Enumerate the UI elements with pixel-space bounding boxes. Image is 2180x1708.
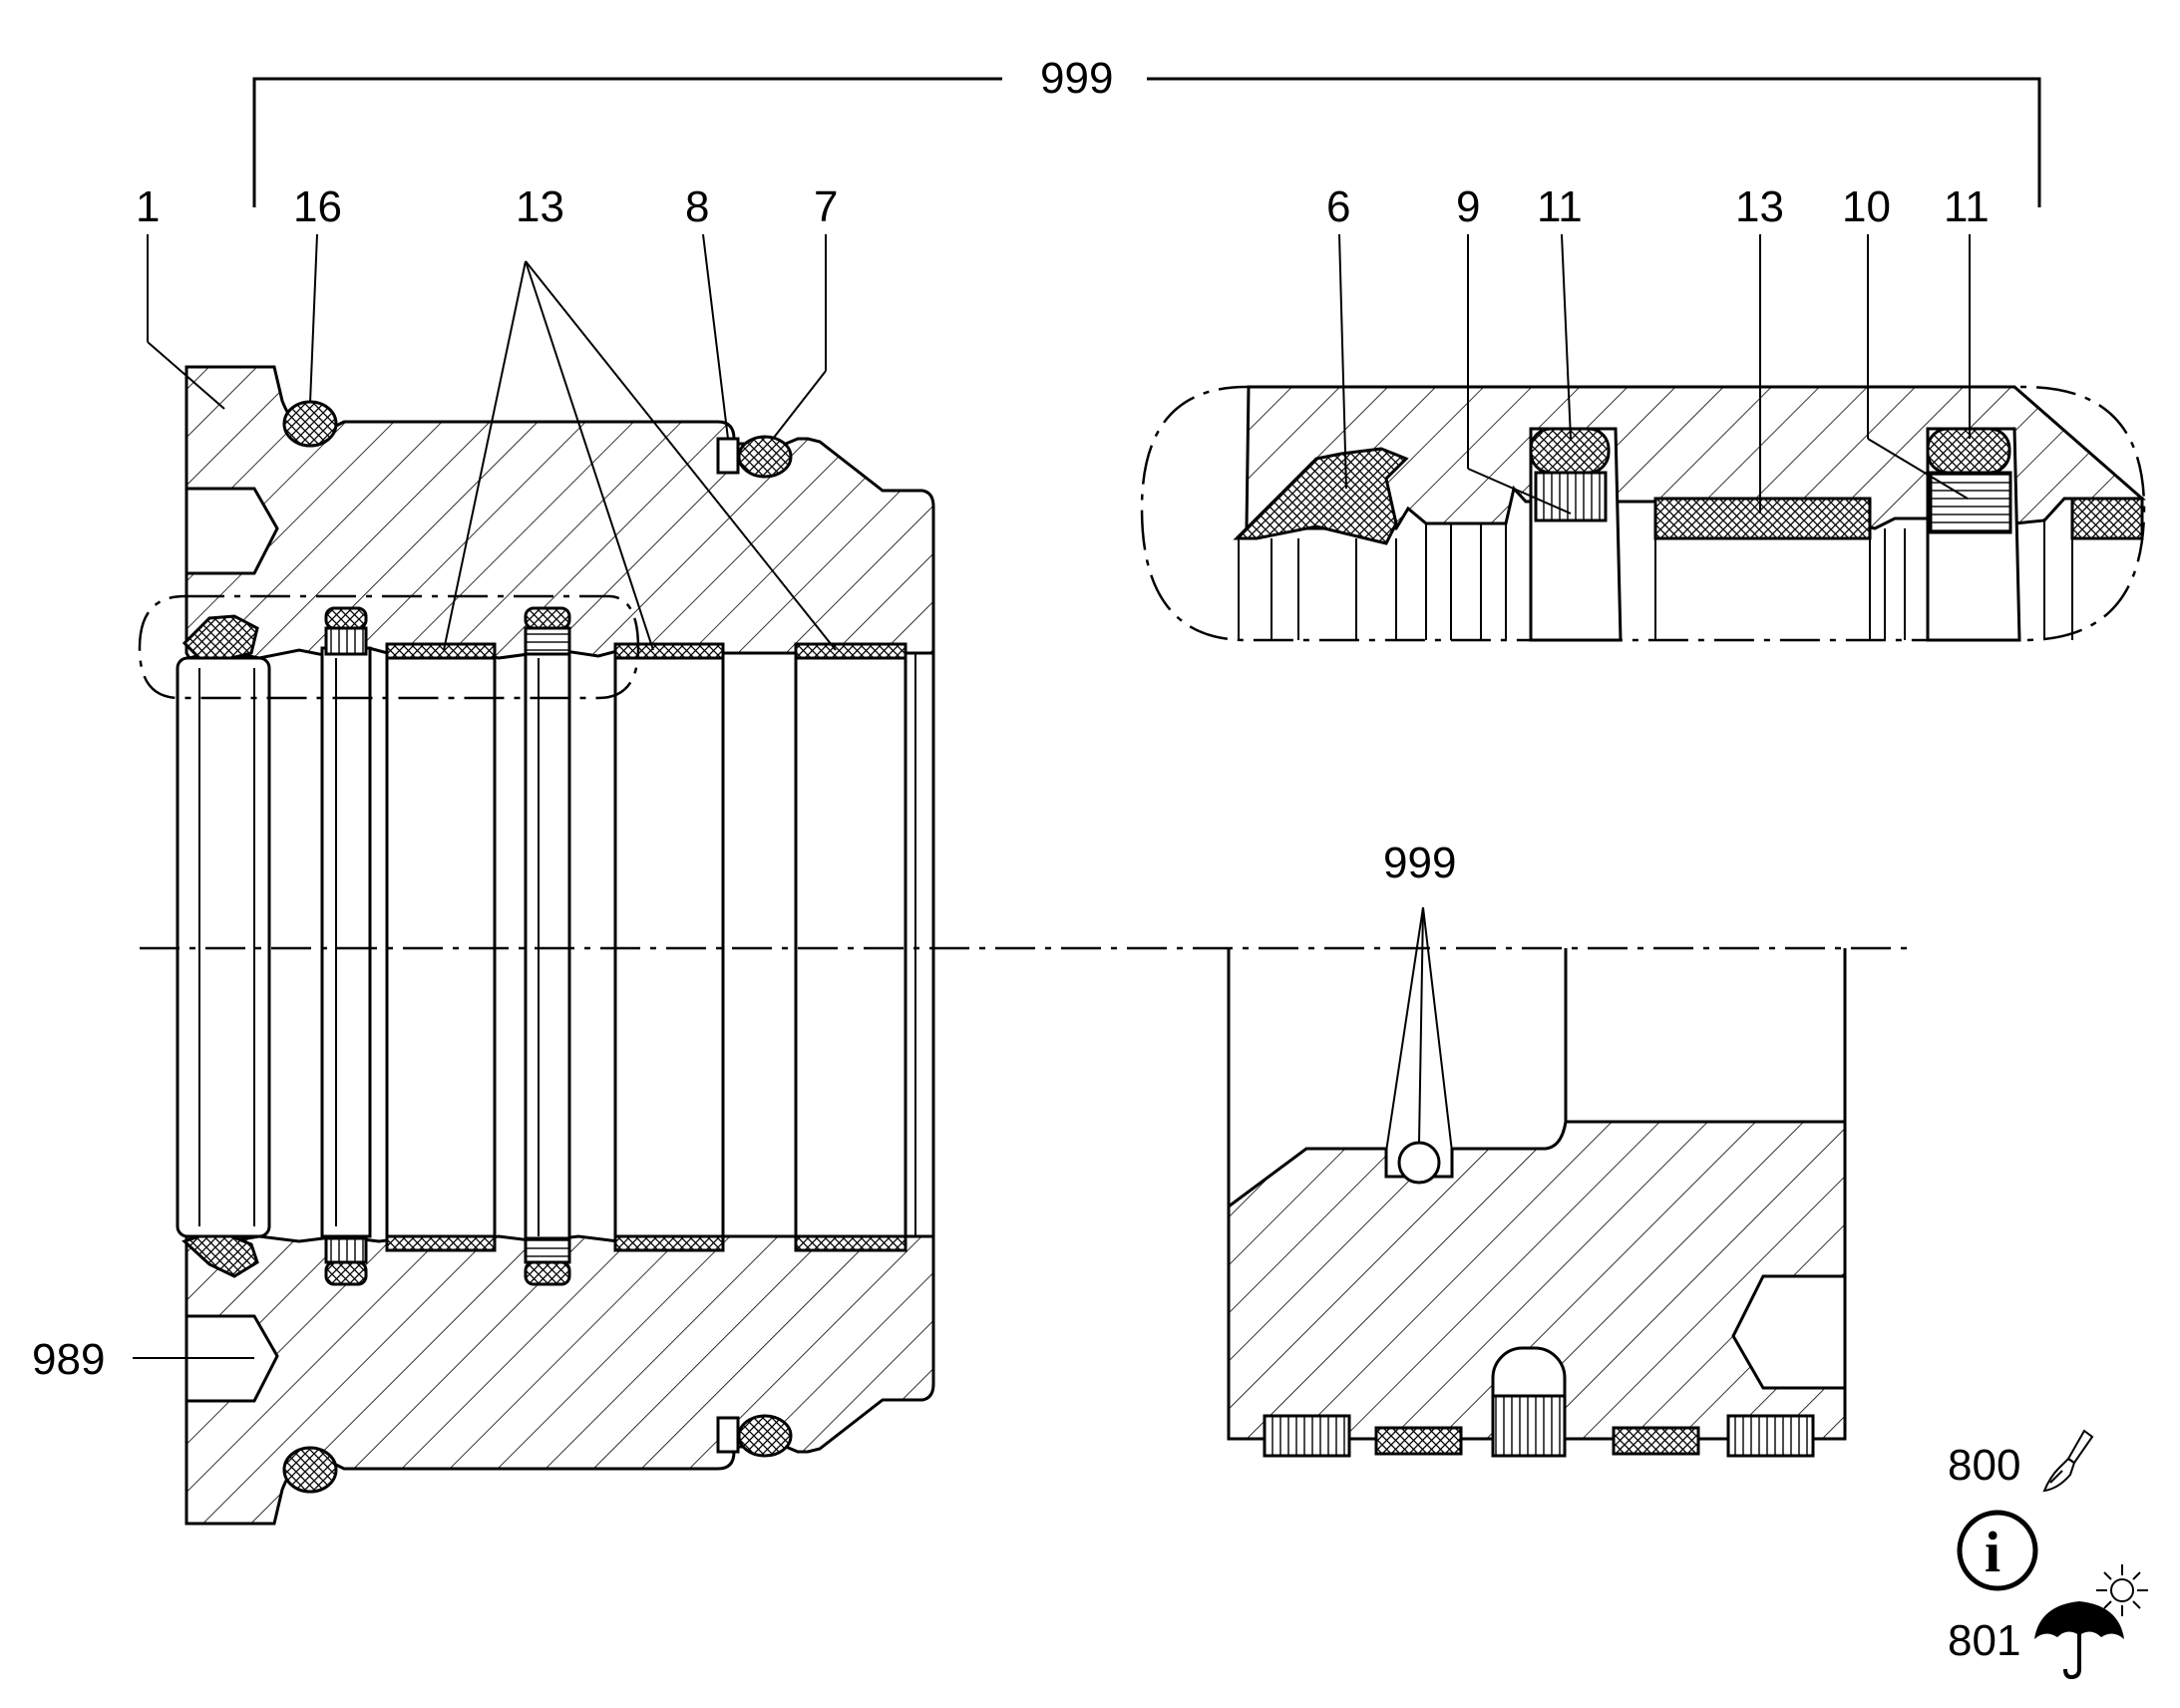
detail-view-seals (1140, 385, 2146, 642)
label-801: 801 (1948, 1616, 2020, 1665)
label-11-a: 11 (1537, 182, 1583, 231)
left-housing-section (138, 365, 935, 1526)
label-13-left: 13 (516, 182, 564, 231)
top-bracket (252, 77, 2041, 207)
label-8: 8 (685, 182, 709, 231)
sun-icon (2096, 1564, 2148, 1616)
label-7: 7 (814, 182, 838, 231)
label-6: 6 (1326, 182, 1350, 231)
label-9: 9 (1456, 182, 1480, 231)
detail-view-housing (1227, 948, 1847, 1458)
label-16: 16 (293, 182, 342, 231)
label-1: 1 (136, 182, 160, 231)
label-13-right: 13 (1735, 182, 1784, 231)
umbrella-icon (2034, 1601, 2124, 1680)
paint-brush-icon (2042, 1429, 2094, 1493)
label-11-b: 11 (1944, 182, 1990, 231)
callout-labels: 999 1 16 13 8 7 6 9 11 13 10 11 999 989 … (32, 54, 2020, 1665)
svg-text:i: i (1985, 1520, 2000, 1584)
label-800: 800 (1948, 1441, 2020, 1490)
label-999-detail: 999 (1383, 839, 1456, 887)
label-989: 989 (32, 1335, 105, 1384)
info-icon: i (1957, 1510, 2038, 1591)
leader-lines (133, 233, 1971, 1359)
label-10: 10 (1842, 182, 1891, 231)
label-999-top: 999 (1040, 54, 1113, 103)
